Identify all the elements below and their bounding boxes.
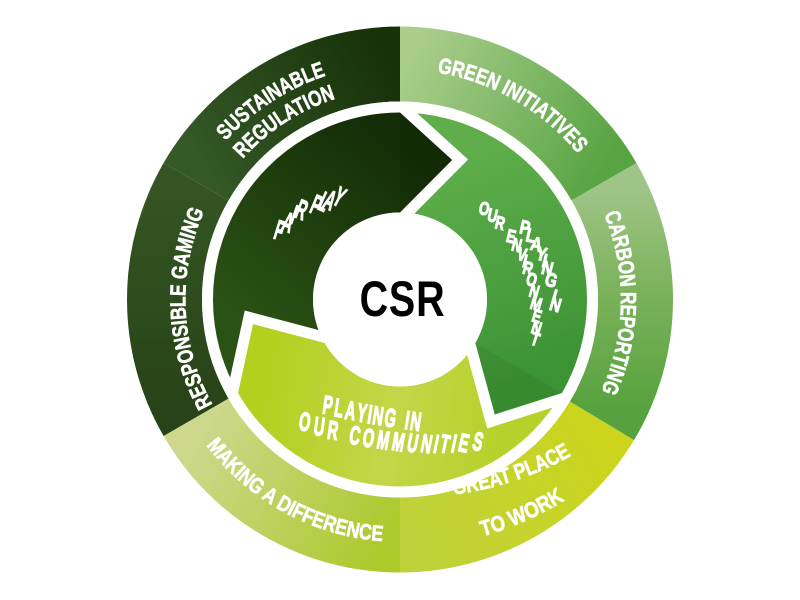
svg-text:I: I [431, 431, 441, 460]
svg-text:N: N [408, 407, 423, 437]
svg-text:U: U [312, 413, 326, 443]
svg-text:O: O [297, 408, 312, 438]
svg-text:I: I [449, 430, 459, 459]
svg-text:P: P [321, 391, 335, 420]
svg-text:M: M [390, 428, 407, 458]
svg-text:N: N [371, 402, 386, 432]
svg-text:R: R [326, 416, 340, 446]
svg-text:O: O [477, 198, 491, 220]
svg-text:C: C [347, 421, 362, 451]
svg-text:A: A [343, 397, 358, 427]
svg-text:I: I [520, 251, 529, 272]
svg-text:I: I [549, 285, 559, 308]
svg-text:CSR: CSR [360, 270, 446, 327]
svg-text:G: G [383, 404, 398, 434]
svg-text:M: M [375, 426, 392, 456]
svg-text:O: O [361, 424, 377, 454]
svg-text:I: I [540, 249, 550, 272]
svg-text:I: I [403, 407, 411, 436]
svg-text:Y: Y [355, 399, 369, 428]
svg-text:I: I [366, 401, 374, 430]
